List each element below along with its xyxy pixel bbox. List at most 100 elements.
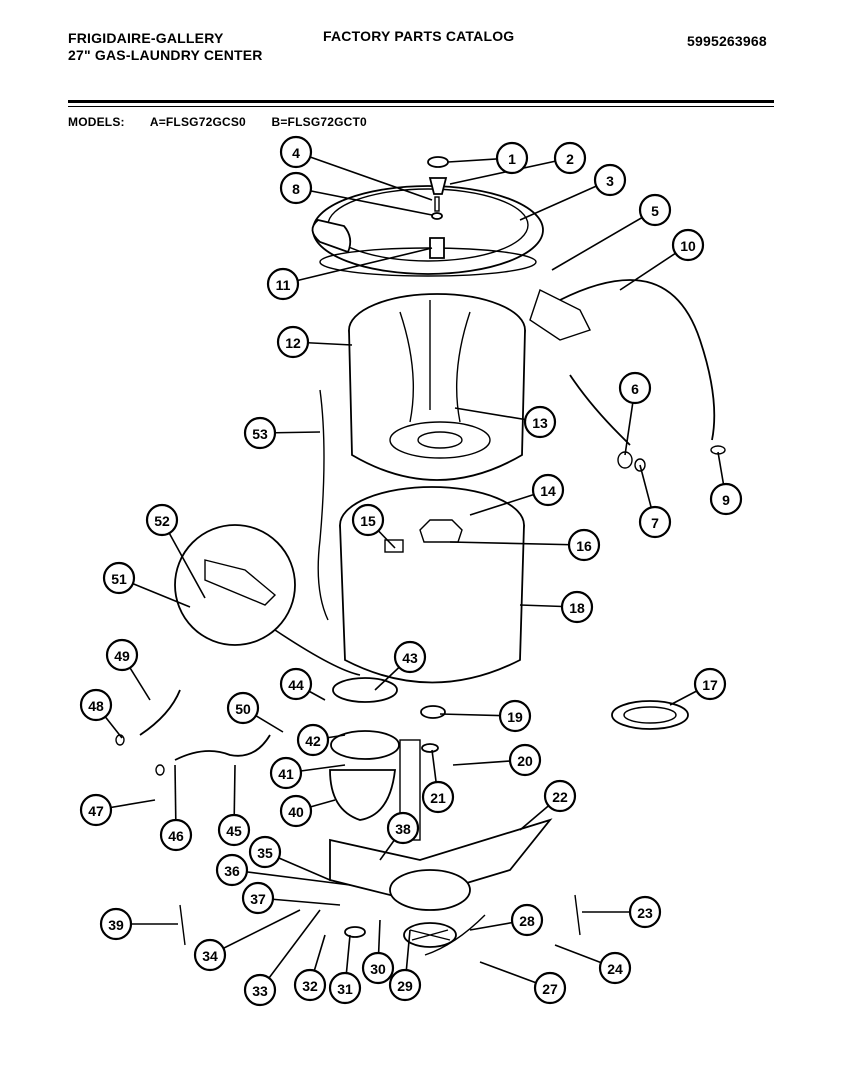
callout-circle-31: [328, 971, 362, 1005]
leader-line-16: [449, 541, 585, 546]
callout-circle-47: [79, 793, 113, 827]
callout-circle-32: [293, 968, 327, 1002]
callout-circle-40: [279, 794, 313, 828]
callout-circle-39: [99, 907, 133, 941]
callout-label-3: 3: [606, 173, 614, 189]
callout-label-34: 34: [202, 948, 218, 964]
callout-circle-19: [498, 699, 532, 733]
callout-label-11: 11: [276, 277, 291, 293]
inner-basket-drawing: [348, 293, 526, 481]
callout-label-17: 17: [702, 677, 718, 693]
transmission-drawing: [329, 677, 553, 948]
callout-label-35: 35: [257, 845, 273, 861]
callout-29: 29: [388, 968, 422, 1002]
models-line: MODELS: A=FLSG72GCS0 B=FLSG72GCT0: [68, 114, 389, 131]
callout-label-46: 46: [168, 828, 184, 844]
callout-8: 8: [279, 171, 313, 205]
models-label: MODELS:: [68, 115, 125, 129]
callout-45: 45: [217, 813, 251, 847]
callout-label-42: 42: [305, 733, 321, 749]
callout-circle-44: [279, 667, 313, 701]
callout-50: 50: [226, 691, 260, 725]
callout-53: 53: [243, 416, 277, 450]
callout-circle-13: [523, 405, 557, 439]
callout-circle-34: [193, 938, 227, 972]
callout-circle-37: [241, 881, 275, 915]
callout-circle-35: [248, 835, 282, 869]
leader-line-3: [519, 179, 611, 221]
callout-circle-41: [269, 756, 303, 790]
callout-label-22: 22: [552, 789, 568, 805]
callout-label-30: 30: [370, 961, 386, 977]
callout-circle-42: [296, 723, 330, 757]
hose-drawings: [139, 279, 716, 761]
callout-circle-53: [243, 416, 277, 450]
callout-10: 10: [671, 228, 705, 262]
callout-16: 16: [567, 528, 601, 562]
catalog-brand: FRIGIDAIRE-GALLERY 27" GAS-LAUNDRY CENTE…: [68, 30, 263, 64]
callout-5: 5: [638, 193, 672, 227]
callout-circle-1: [495, 141, 529, 175]
callout-circle-15: [351, 503, 385, 537]
callout-circle-3: [593, 163, 627, 197]
callout-14: 14: [531, 473, 565, 507]
callout-label-31: 31: [337, 981, 353, 997]
callout-label-37: 37: [250, 891, 266, 907]
callout-circle-50: [226, 691, 260, 725]
callout-label-39: 39: [108, 917, 124, 933]
callout-label-28: 28: [519, 913, 535, 929]
leader-line-36: [231, 869, 351, 886]
callout-31: 31: [328, 971, 362, 1005]
callout-label-18: 18: [569, 600, 585, 616]
callout-32: 32: [293, 968, 327, 1002]
callout-label-53: 53: [252, 426, 268, 442]
agitator-cap-drawing: [427, 156, 449, 259]
callout-label-16: 16: [576, 538, 592, 554]
callout-label-21: 21: [430, 790, 446, 806]
callout-15: 15: [351, 503, 385, 537]
callout-4: 4: [279, 135, 313, 169]
callout-circle-17: [693, 667, 727, 701]
callout-21: 21: [421, 780, 455, 814]
callout-circle-2: [553, 141, 587, 175]
callout-41: 41: [269, 756, 303, 790]
callout-label-27: 27: [542, 981, 558, 997]
callout-circle-36: [215, 853, 249, 887]
model-b: B=FLSG72GCT0: [271, 115, 367, 129]
callout-30: 30: [361, 951, 395, 985]
leader-line-8: [295, 187, 433, 216]
callout-label-23: 23: [637, 905, 653, 921]
catalog-part-number: 5995263968: [687, 33, 767, 49]
callout-circle-9: [709, 482, 743, 516]
callout-circle-38: [386, 811, 420, 845]
callout-label-13: 13: [532, 415, 548, 431]
callout-22: 22: [543, 779, 577, 813]
callout-label-50: 50: [235, 701, 251, 717]
callout-circle-49: [105, 638, 139, 672]
callout-42: 42: [296, 723, 330, 757]
callout-7: 7: [638, 505, 672, 539]
callout-label-5: 5: [651, 203, 659, 219]
callout-label-4: 4: [292, 145, 300, 161]
callout-52: 52: [145, 503, 179, 537]
leader-line-34: [209, 909, 301, 956]
brand-line-2: 27" GAS-LAUNDRY CENTER: [68, 47, 263, 63]
header-rule-thick: [68, 100, 774, 103]
leader-line-33: [259, 909, 321, 991]
callout-label-45: 45: [226, 823, 242, 839]
callout-43: 43: [393, 640, 427, 674]
callout-3: 3: [593, 163, 627, 197]
callout-circle-4: [279, 135, 313, 169]
callout-label-29: 29: [397, 978, 413, 994]
callout-label-40: 40: [288, 804, 304, 820]
callout-circle-8: [279, 171, 313, 205]
callout-label-15: 15: [360, 513, 376, 529]
callout-9: 9: [709, 482, 743, 516]
callout-46: 46: [159, 818, 193, 852]
callout-17: 17: [693, 667, 727, 701]
callout-19: 19: [498, 699, 532, 733]
callout-23: 23: [628, 895, 662, 929]
callout-circle-20: [508, 743, 542, 777]
header-rule-thin: [68, 106, 774, 107]
